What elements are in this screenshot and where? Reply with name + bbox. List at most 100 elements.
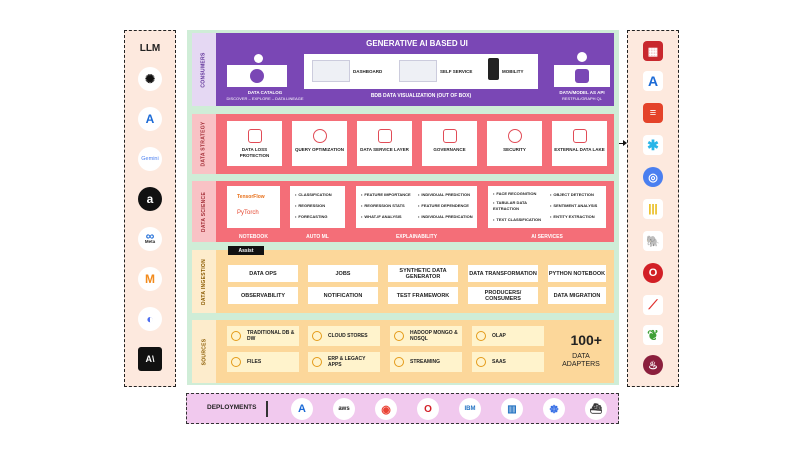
oracle-cloud-icon: O: [417, 398, 439, 420]
deepseek-icon: ◐: [138, 307, 162, 331]
ai-service-item: SENTIMENT ANALYSIS: [550, 203, 597, 208]
saas-icon: [476, 357, 486, 367]
mongodb-icon: ❦: [643, 325, 663, 345]
consumers-label: CONSUMERS: [192, 33, 216, 106]
database-icon: [572, 129, 587, 143]
api-gear-icon: [575, 69, 589, 83]
docker-icon: ⛴: [585, 398, 607, 420]
openai-icon: ✺: [138, 67, 162, 91]
cloud-stores-card: CLOUD STORES: [308, 326, 380, 346]
explainability-item: FEATURE IMPORTANCE: [361, 192, 410, 197]
explainability-label: EXPLAINABILITY: [395, 234, 438, 240]
source-label: ERP & LEGACY APPS: [328, 356, 366, 368]
cloud-icon: [312, 331, 322, 341]
bdb-visualization-label: BDB DATA VISUALIZATION (OUT OF BOX): [370, 93, 472, 99]
explainability-item: INDIVIDUAL PREDICTION: [418, 192, 470, 197]
data-as-api-card: [554, 65, 610, 87]
self-service-thumbnail: [399, 60, 437, 82]
auto-ml-label: AUTO ML: [306, 234, 329, 240]
deployments-separator: [266, 401, 268, 417]
explainability-item: FEATURE DEPENDENCE: [418, 203, 469, 208]
streaming-icon: [394, 357, 404, 367]
external-data-lake-label: EXTERNAL DATA LAKE: [554, 147, 605, 152]
consumers-band: CONSUMERS GENERATIVE AI BASED UI DATA CA…: [192, 33, 614, 106]
observability-card: OBSERVABILITY: [228, 287, 298, 304]
azure-db-icon: A: [643, 71, 663, 91]
snowflake-icon: ✱: [643, 135, 663, 155]
data-flow-arrow: [613, 140, 627, 146]
data-science-body: TensorFlow PyTorch NOTEBOOK CLASSIFICATI…: [220, 181, 614, 242]
ai-services-card: FACE RECOGNITION TABULAR DATA EXTRACTION…: [488, 186, 606, 228]
database-panel: ▦ A ≡ ✱ ◎ ||| 🐘 O ⟋ ❦ ♨: [627, 30, 679, 387]
meta-logo-glyph: ∞: [145, 229, 155, 243]
data-catalog-label: DATA CATALOG: [247, 90, 283, 95]
data-science-band: DATA SCIENCE TensorFlow PyTorch NOTEBOOK…: [192, 181, 614, 242]
gemini-icon: Gemini: [138, 147, 162, 171]
consumers-body: GENERATIVE AI BASED UI DATA CATALOG DISC…: [220, 33, 614, 106]
llm-panel: LLM ✺ A Gemini a ∞ Meta M ◐ A\: [124, 30, 176, 387]
data-ops-card: DATA OPS: [228, 265, 298, 282]
saas-card: SAAS: [472, 352, 544, 372]
file-icon: [231, 357, 241, 367]
data-catalog-sub: DISCOVER – EXPLORE – DATA LINEAGE: [226, 96, 304, 101]
dashboard-thumbnail: [312, 60, 350, 82]
mobility-label: MOBILITY: [502, 69, 524, 74]
source-label: CLOUD STORES: [328, 333, 368, 339]
dashboard-label: DASHBOARD: [353, 69, 383, 74]
database-lock-icon: [247, 129, 262, 143]
databricks-icon: ≡: [643, 103, 663, 123]
meta-label: Meta: [144, 239, 156, 244]
ai-service-item: ENTITY EXTRACTION: [550, 214, 594, 219]
explainability-item: INDIVIDUAL PREDICATION: [418, 214, 472, 219]
automl-item: REGRESSION: [295, 203, 325, 208]
data-strategy-label: DATA STRATEGY: [192, 114, 216, 174]
mistral-icon: M: [138, 267, 162, 291]
sql-server-icon: ▦: [643, 41, 663, 61]
government-building-icon: [442, 129, 457, 143]
explainability-item: REGRESSION STATS: [361, 203, 404, 208]
data-strategy-body: DATA LOSS PROTECTION QUERY OPTIMIZATION …: [220, 114, 614, 174]
cloud-upload-icon: [577, 52, 587, 62]
elephant-icon: [394, 331, 404, 341]
producers-consumers-card: PRODUCERS/ CONSUMERS: [468, 287, 538, 304]
governance-card: GOVERNANCE: [422, 121, 477, 166]
ai-services-label: AI SERVICES: [531, 234, 563, 240]
self-service-label: SELF SERVICE: [440, 69, 473, 74]
notification-card: NOTIFICATION: [308, 287, 378, 304]
pytorch-logo: PyTorch: [237, 210, 259, 216]
clickhouse-icon: |||: [643, 199, 663, 219]
governance-label: GOVERNANCE: [433, 147, 466, 152]
assist-badge: Assist: [228, 246, 264, 255]
data-science-label: DATA SCIENCE: [192, 181, 216, 242]
data-strategy-band: DATA STRATEGY DATA LOSS PROTECTION QUERY…: [192, 114, 614, 174]
aws-icon: aws: [333, 398, 355, 420]
auto-ml-card: CLASSIFICATION REGRESSION FORECASTING: [290, 186, 345, 228]
automl-item: FORECASTING: [295, 214, 327, 219]
data-loss-protection-card: DATA LOSS PROTECTION: [227, 121, 282, 166]
data-ingestion-label: DATA INGESTION: [192, 250, 216, 313]
azure-icon: A: [138, 107, 162, 131]
explainability-card: FEATURE IMPORTANCE REGRESSION STATS WHAT…: [356, 186, 477, 228]
database-icon: [231, 331, 241, 341]
generative-ai-title: GENERATIVE AI BASED UI: [366, 39, 468, 48]
query-optimization-card: QUERY OPTIMIZATION: [292, 121, 347, 166]
data-catalog-card: [227, 65, 287, 87]
deployments-title: DEPLOYMENTS: [207, 404, 257, 411]
hadoop-card: HADOOP MONGO & NOSQL: [390, 326, 462, 346]
powerbi-icon: ⟋: [643, 295, 663, 315]
files-card: FILES: [227, 352, 299, 372]
python-notebook-card: PYTHON NOTEBOOK: [548, 265, 606, 282]
source-label: FILES: [247, 359, 262, 365]
sources-body: TRADITIONAL DB & DW CLOUD STORES HADOOP …: [220, 320, 614, 383]
meta-icon: ∞ Meta: [138, 227, 162, 251]
cube-icon: [476, 331, 486, 341]
data-ingestion-band: DATA INGESTION DATA OPS JOBS SYNTHETIC D…: [192, 250, 614, 313]
search-icon: [312, 129, 327, 143]
bigquery-icon: ◎: [643, 167, 663, 187]
explainability-item: WHAT-IF ANALYSIS: [361, 214, 401, 219]
security-card: SECURITY: [487, 121, 542, 166]
ai-service-item: OBJECT DETECTION: [550, 192, 593, 197]
query-optimization-label: QUERY OPTIMIZATION: [295, 147, 344, 152]
on-premise-icon: ▥: [501, 398, 523, 420]
mobility-icon: [488, 58, 499, 80]
